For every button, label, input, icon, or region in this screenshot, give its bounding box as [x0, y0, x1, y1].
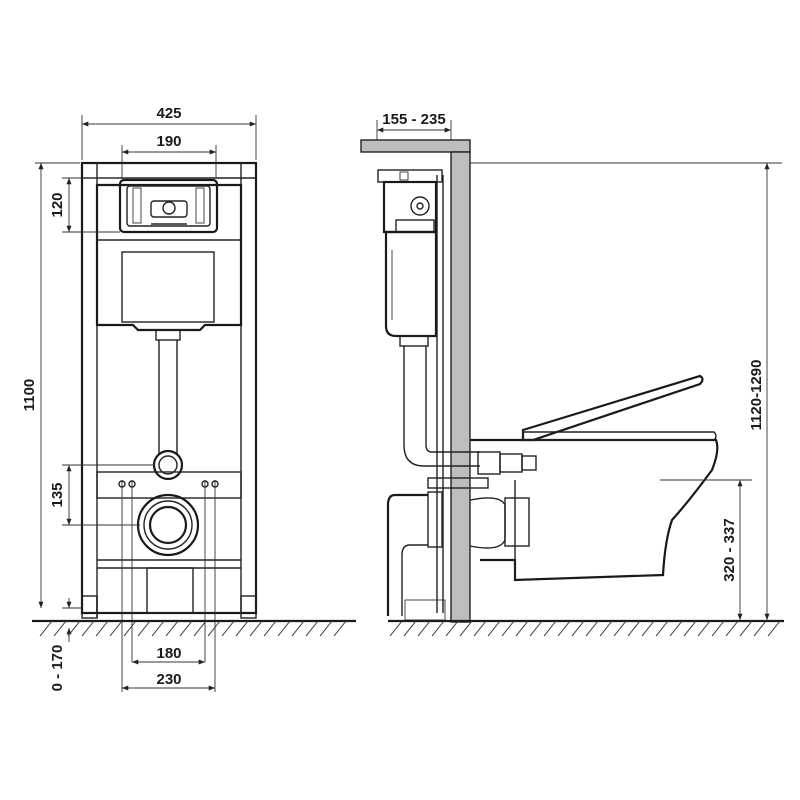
- toilet-seat: [522, 431, 717, 441]
- service-window: [118, 178, 219, 234]
- cistern-body: [95, 183, 243, 332]
- dim-width-total: 425: [156, 105, 181, 122]
- front-view: [80, 161, 258, 619]
- right-foot: [240, 595, 257, 619]
- floor-front: [32, 619, 356, 637]
- dim-width-panel: 190: [156, 133, 181, 150]
- side-view: [360, 139, 719, 623]
- toilet-lid: [521, 374, 704, 442]
- ceiling-slab: [360, 139, 471, 153]
- side-cistern: [384, 230, 438, 338]
- dim-height-range: 1120-1290: [748, 360, 765, 431]
- dim-leg-range: 0 - 170: [49, 645, 66, 692]
- front-dimensions: 425 190 1100 120 135 0 - 170 180 230: [21, 105, 257, 692]
- dim-depth-range: 155 - 235: [382, 111, 445, 128]
- dim-spacing-outer: 230: [156, 671, 181, 688]
- left-foot: [81, 595, 98, 619]
- side-dimensions: 155 - 235 1120-1290 320 - 337: [376, 111, 782, 620]
- dim-spacing-inner: 180: [156, 645, 181, 662]
- dim-height-panel: 120: [49, 192, 66, 217]
- flush-outlet: [152, 449, 184, 481]
- dim-height-total: 1100: [21, 379, 38, 412]
- cistern-front-panel: [121, 251, 215, 323]
- side-drain-pipe: [386, 493, 428, 616]
- toilet-bowl: [470, 438, 719, 582]
- drain-outlet: [136, 493, 200, 557]
- wall-section: [450, 151, 471, 623]
- side-mechanism: [382, 180, 438, 234]
- floor-side: [388, 619, 784, 637]
- front-frame: [80, 161, 258, 615]
- dim-height-drain: 135: [49, 482, 66, 507]
- dim-bowl-height: 320 - 337: [721, 518, 738, 581]
